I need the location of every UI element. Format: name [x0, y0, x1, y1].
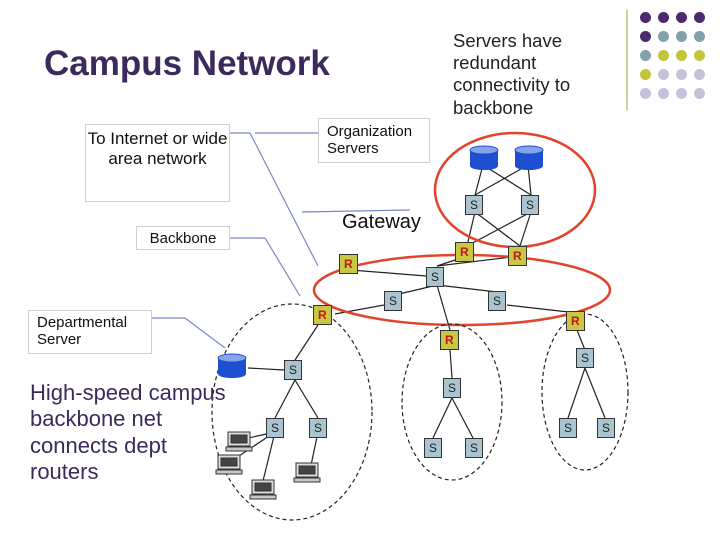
divider-rule — [626, 10, 628, 110]
workstation-pc-icon — [249, 479, 277, 500]
backbone-callout: Backbone — [136, 226, 230, 250]
org-servers-callout-text: Organization Servers — [327, 123, 413, 158]
router-left: R — [339, 254, 358, 274]
decorative-dot — [658, 88, 669, 99]
internet-callout: To Internet or wide area network — [85, 124, 230, 202]
workstation-pc-icon — [293, 462, 321, 483]
network-links — [229, 164, 606, 486]
leader-backbone — [264, 237, 301, 297]
server-database-icon — [514, 145, 544, 170]
switch-dept-left-b: S — [309, 418, 328, 438]
workstation-pc-icon — [215, 454, 243, 475]
switch-backbone-left: S — [384, 291, 403, 311]
switch-dept-right: S — [576, 348, 595, 368]
server-database-icon — [469, 145, 499, 170]
switch-dept-left-a: S — [266, 418, 285, 438]
router-dept-mid: R — [440, 330, 459, 350]
switch-dept-mid-a: S — [424, 438, 443, 458]
decorative-dot — [694, 88, 705, 99]
switch-dept-right-a: S — [559, 418, 578, 438]
decorative-dot — [658, 50, 669, 61]
servers-redundancy-note: Servers have redundant connectivity to b… — [453, 30, 623, 119]
dept-left-ellipse — [211, 303, 373, 521]
org-servers-callout: Organization Servers — [318, 118, 430, 163]
decorative-dot — [694, 50, 705, 61]
decorative-dot — [640, 69, 651, 80]
decorative-dot — [694, 31, 705, 42]
switch-dept-right-b: S — [597, 418, 616, 438]
switch-top-right: S — [521, 195, 540, 215]
decorative-dot — [676, 50, 687, 61]
switch-dept-mid: S — [443, 378, 462, 398]
gateway-label: Gateway — [342, 211, 421, 233]
decorative-dot — [658, 12, 669, 23]
workstation-pc-icon — [225, 431, 253, 452]
high-speed-note: High-speed campus backbone net connects … — [30, 380, 226, 485]
switch-backbone-right: S — [488, 291, 507, 311]
department-ellipses — [211, 303, 629, 521]
dept-server-callout-text: Departmental Server — [37, 314, 128, 349]
decorative-dot — [640, 88, 651, 99]
decorative-dot — [676, 69, 687, 80]
page-title: Campus Network — [44, 44, 330, 83]
dept-mid-ellipse — [401, 323, 503, 481]
switch-dept-mid-b: S — [465, 438, 484, 458]
backbone-callout-text: Backbone — [149, 230, 217, 247]
decorative-dot — [676, 12, 687, 23]
decorative-dot — [694, 12, 705, 23]
leader-gateway — [301, 209, 411, 213]
decorative-dot — [676, 88, 687, 99]
dept-server-callout: Departmental Server — [28, 310, 152, 354]
callout-leaders — [152, 132, 411, 349]
leader-dept-server — [184, 317, 226, 349]
router-dept-right: R — [566, 311, 585, 331]
decorative-dot — [640, 12, 651, 23]
router-gateway-2: R — [508, 246, 527, 266]
switch-center: S — [426, 267, 445, 287]
decorative-dot — [658, 31, 669, 42]
decorative-dot — [676, 31, 687, 42]
switch-top-left: S — [465, 195, 484, 215]
router-dept-left: R — [313, 305, 332, 325]
router-gateway-1: R — [455, 242, 474, 262]
server-database-icon — [217, 353, 247, 378]
decorative-dot-grid — [640, 12, 712, 108]
decorative-dot — [640, 31, 651, 42]
leader-internet — [249, 132, 319, 267]
switch-dept-left: S — [284, 360, 303, 380]
dept-right-ellipse — [541, 313, 629, 471]
decorative-dot — [658, 69, 669, 80]
internet-callout-text: To Internet or wide area network — [87, 129, 228, 168]
decorative-dot — [640, 50, 651, 61]
decorative-dot — [694, 69, 705, 80]
